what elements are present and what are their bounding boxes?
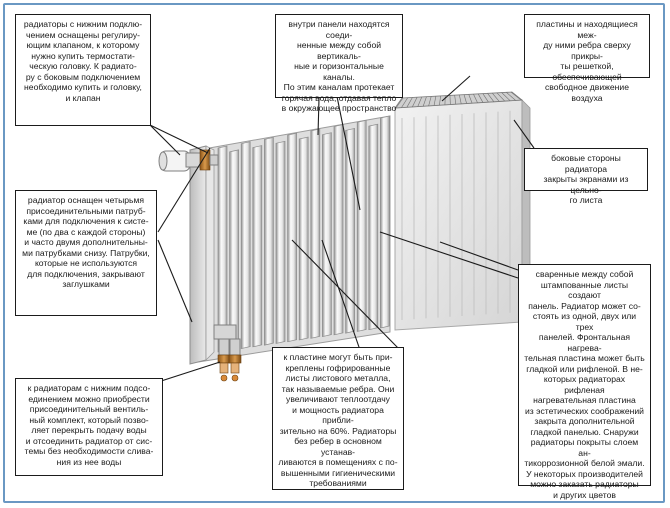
fin bbox=[368, 123, 379, 331]
annotation-welded-sheets: сваренные между собой штампованные листы… bbox=[518, 264, 651, 500]
bottom-connector-icon bbox=[213, 324, 242, 382]
fin bbox=[380, 115, 390, 329]
fin bbox=[229, 149, 239, 351]
grille-slat bbox=[422, 96, 427, 107]
top-grille bbox=[394, 91, 524, 109]
fin bbox=[264, 136, 274, 346]
fin bbox=[287, 132, 297, 343]
grille-slat bbox=[439, 95, 441, 106]
annotation-inner-channels: внутри панели находятся соеди- ненные ме… bbox=[275, 14, 403, 113]
grille-slat bbox=[473, 93, 478, 103]
grille-slat bbox=[510, 91, 522, 101]
annotation-connection-pipes: радиатор оснащен четырьмя присоединитель… bbox=[15, 190, 157, 316]
fin bbox=[310, 128, 321, 339]
fin bbox=[252, 145, 263, 348]
grille-slat bbox=[454, 95, 457, 105]
grille-slat bbox=[401, 97, 408, 108]
fin bbox=[298, 136, 309, 341]
grille-slat bbox=[482, 93, 489, 103]
grille-slat bbox=[417, 96, 423, 107]
grille-slat bbox=[463, 94, 467, 104]
fin bbox=[356, 119, 367, 332]
grille-slat bbox=[412, 97, 418, 108]
grille-slat bbox=[491, 92, 500, 102]
leader-lines bbox=[149, 61, 535, 383]
fin bbox=[217, 145, 228, 353]
fin bbox=[345, 127, 355, 334]
fin bbox=[275, 140, 286, 344]
thermostatic-valve-icon bbox=[158, 149, 219, 172]
grille-slat bbox=[506, 92, 516, 101]
grille-slat bbox=[406, 97, 413, 108]
grille-slat bbox=[395, 97, 404, 109]
annotation-valve-head: радиаторы с нижним подклю- чением оснаще… bbox=[15, 14, 151, 126]
fin bbox=[240, 141, 251, 350]
grille-slat bbox=[487, 93, 495, 102]
annotation-side-covers: боковые стороны радиатора закрыты экрана… bbox=[524, 148, 648, 205]
fin bbox=[322, 132, 332, 338]
grille-slat bbox=[477, 93, 484, 103]
grille-slat bbox=[433, 96, 437, 106]
annotation-top-grille: пластины и находящиеся меж- ду ними ребр… bbox=[524, 14, 650, 103]
rear-panel-channels bbox=[401, 110, 511, 320]
annotation-bottom-kit: к радиаторам с нижним подсо- единением м… bbox=[15, 378, 163, 476]
annotation-fins: к пластине могут быть при- креплены гофр… bbox=[272, 347, 404, 490]
grille-slat bbox=[468, 94, 473, 104]
convection-fins bbox=[217, 115, 390, 353]
fin bbox=[333, 124, 344, 336]
grille-slat bbox=[459, 94, 462, 104]
grille-slat bbox=[428, 96, 432, 106]
left-side-cover bbox=[189, 145, 215, 365]
grille-slat bbox=[501, 92, 511, 101]
grille-slat bbox=[496, 92, 505, 102]
